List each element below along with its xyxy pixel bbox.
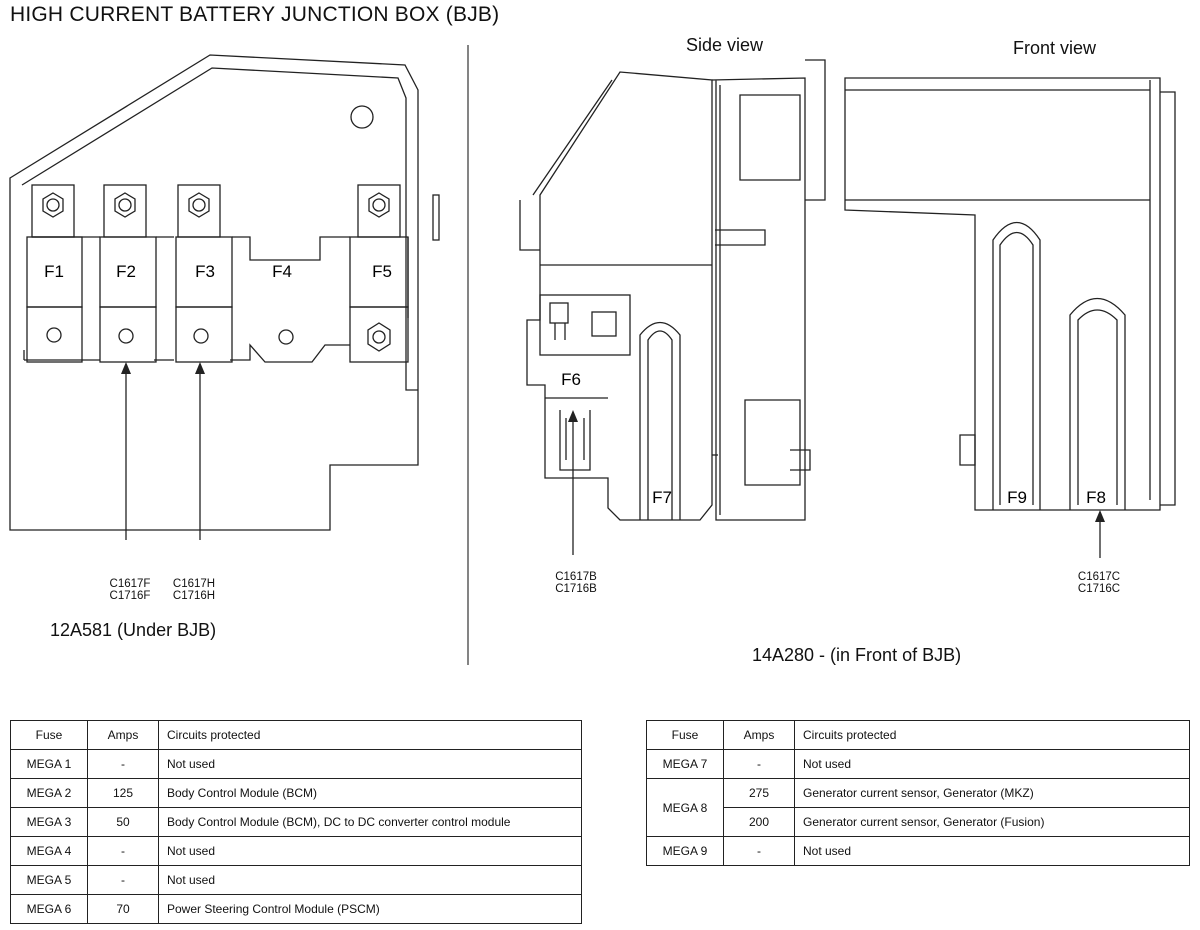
table-row: MEGA 1 - Not used: [10, 749, 582, 779]
front-view-label: Front view: [1013, 38, 1097, 58]
table-row: MEGA 7 - Not used: [646, 749, 1190, 779]
bjb-inner-outline: [21, 67, 418, 391]
side-fuse-f7: [639, 321, 681, 520]
fuse-table-right: Fuse Amps Circuits protected MEGA 7 - No…: [646, 720, 1190, 866]
side-view-outline: [526, 71, 713, 521]
side-view-label: Side view: [686, 35, 764, 55]
table-row: MEGA 5 - Not used: [10, 865, 582, 895]
table-header-row: Fuse Amps Circuits protected: [646, 720, 1190, 750]
mounting-hole-icon: [350, 105, 374, 129]
table-row: MEGA 9 - Not used: [646, 836, 1190, 866]
fuse-label-f3: F3: [195, 262, 215, 281]
fuse-label-f5: F5: [372, 262, 392, 281]
table-row: 200 Generator current sensor, Generator …: [647, 807, 1190, 837]
fuse-label-f6: F6: [561, 370, 581, 389]
table-row: MEGA 4 - Not used: [10, 836, 582, 866]
front-fuse-f8: [1069, 298, 1126, 510]
arrow-up-icon: [195, 362, 205, 374]
table-row: MEGA 3 50 Body Control Module (BCM), DC …: [10, 807, 582, 837]
bjb-outline: [9, 54, 419, 531]
fuse-label-f1: F1: [44, 262, 64, 281]
front-view-outline: [844, 77, 1161, 511]
table-row: MEGA 6 70 Power Steering Control Module …: [10, 894, 582, 924]
table-header-row: Fuse Amps Circuits protected: [10, 720, 582, 750]
table-row: MEGA 8 275 Generator current sensor, Gen…: [646, 778, 1190, 837]
page-title: HIGH CURRENT BATTERY JUNCTION BOX (BJB): [10, 3, 500, 26]
fuse-label-f2: F2: [116, 262, 136, 281]
left-caption: 12A581 (Under BJB): [50, 620, 217, 640]
arrow-up-icon: [1095, 510, 1105, 522]
fuse-table-left: Fuse Amps Circuits protected MEGA 1 - No…: [10, 720, 582, 924]
arrow-up-icon: [568, 410, 578, 422]
fuse-label-f7: F7: [652, 488, 672, 507]
arrow-up-icon: [121, 362, 131, 374]
table-row: MEGA 2 125 Body Control Module (BCM): [10, 778, 582, 808]
front-fuse-f9: [992, 222, 1041, 510]
fuse-label-f9: F9: [1007, 488, 1027, 507]
fuse-label-f8: F8: [1086, 488, 1106, 507]
fuse-label-f4: F4: [272, 262, 292, 281]
fuse-box-diagram: F1 F2 F3 F4 F5 F6 F7 F9 F8: [9, 45, 1176, 665]
right-caption: 14A280 - (in Front of BJB): [752, 645, 962, 665]
side-bracket: [711, 77, 806, 521]
